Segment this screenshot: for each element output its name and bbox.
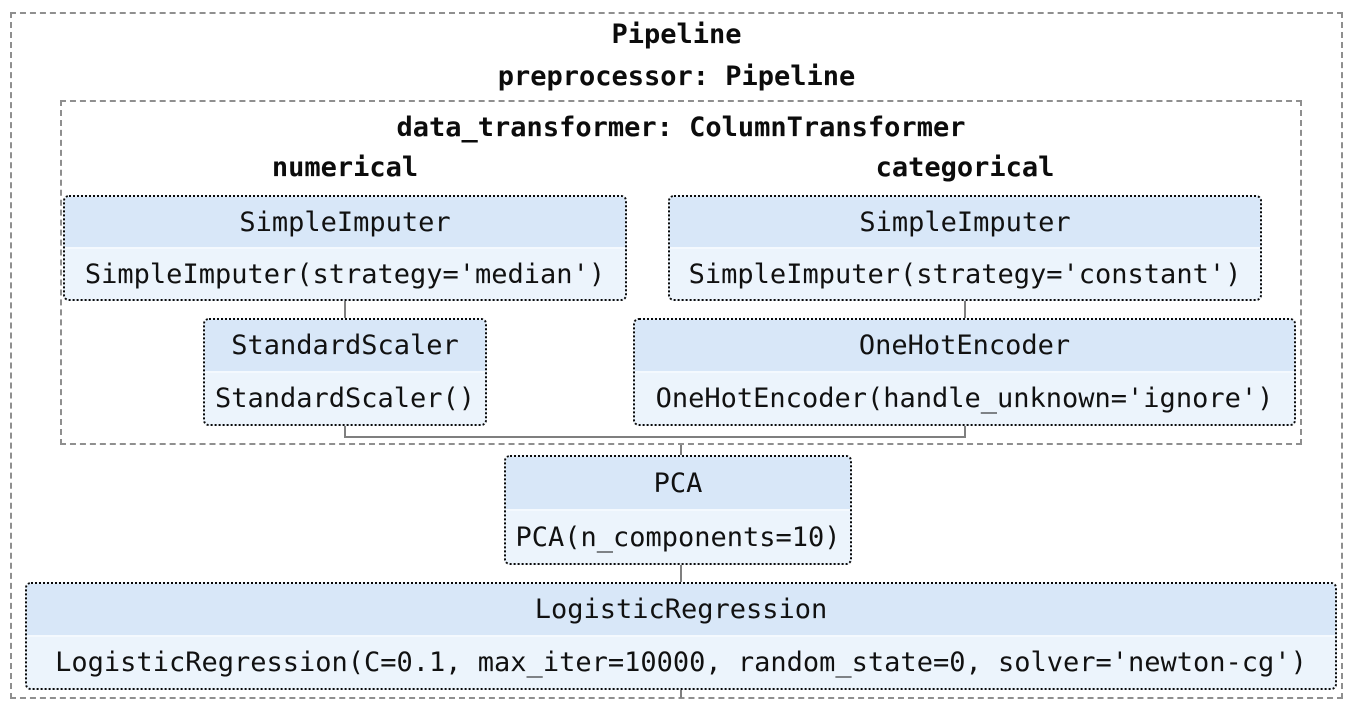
preprocessor-step-label[interactable]: preprocessor: Pipeline xyxy=(497,60,856,92)
estimator-params-onehotencoder: OneHotEncoder(handle_unknown='ignore') xyxy=(635,373,1294,424)
estimator-box-simpleimputer-numerical: SimpleImputer SimpleImputer(strategy='me… xyxy=(63,195,627,301)
estimator-header-simpleimputer-numerical[interactable]: SimpleImputer xyxy=(65,197,625,249)
estimator-params-pca: PCA(n_components=10) xyxy=(506,511,850,563)
estimator-params-standardscaler: StandardScaler() xyxy=(205,373,485,424)
estimator-box-pca: PCA PCA(n_components=10) xyxy=(504,455,852,565)
estimator-header-pca[interactable]: PCA xyxy=(506,457,850,511)
connector-transformer-to-pca xyxy=(680,445,682,455)
connector-encoder-to-merge xyxy=(964,426,966,437)
pipeline-title[interactable]: Pipeline xyxy=(611,18,742,50)
estimator-box-logisticregression: LogisticRegression LogisticRegression(C=… xyxy=(25,582,1337,690)
connector-numerical-imputer-to-scaler xyxy=(344,301,346,318)
branch-label-categorical[interactable]: categorical xyxy=(875,151,1055,183)
estimator-box-simpleimputer-categorical: SimpleImputer SimpleImputer(strategy='co… xyxy=(668,195,1262,301)
connector-logreg-to-output xyxy=(680,690,682,698)
estimator-box-standardscaler: StandardScaler StandardScaler() xyxy=(203,318,487,426)
estimator-header-onehotencoder[interactable]: OneHotEncoder xyxy=(635,320,1294,373)
estimator-params-logisticregression: LogisticRegression(C=0.1, max_iter=10000… xyxy=(27,637,1335,688)
connector-branch-merge-line xyxy=(344,436,966,438)
estimator-box-onehotencoder: OneHotEncoder OneHotEncoder(handle_unkno… xyxy=(633,318,1296,426)
estimator-header-standardscaler[interactable]: StandardScaler xyxy=(205,320,485,373)
pipeline-container xyxy=(10,12,1343,699)
connector-categorical-imputer-to-encoder xyxy=(964,301,966,318)
connector-pca-to-logreg xyxy=(680,565,682,582)
branch-label-numerical[interactable]: numerical xyxy=(271,151,419,183)
column-transformer-label[interactable]: data_transformer: ColumnTransformer xyxy=(396,111,966,143)
estimator-params-simpleimputer-numerical: SimpleImputer(strategy='median') xyxy=(65,249,625,299)
column-transformer-container xyxy=(60,100,1302,445)
estimator-header-simpleimputer-categorical[interactable]: SimpleImputer xyxy=(670,197,1260,249)
estimator-header-logisticregression[interactable]: LogisticRegression xyxy=(27,584,1335,637)
connector-scaler-to-merge xyxy=(344,426,346,437)
estimator-params-simpleimputer-categorical: SimpleImputer(strategy='constant') xyxy=(670,249,1260,299)
